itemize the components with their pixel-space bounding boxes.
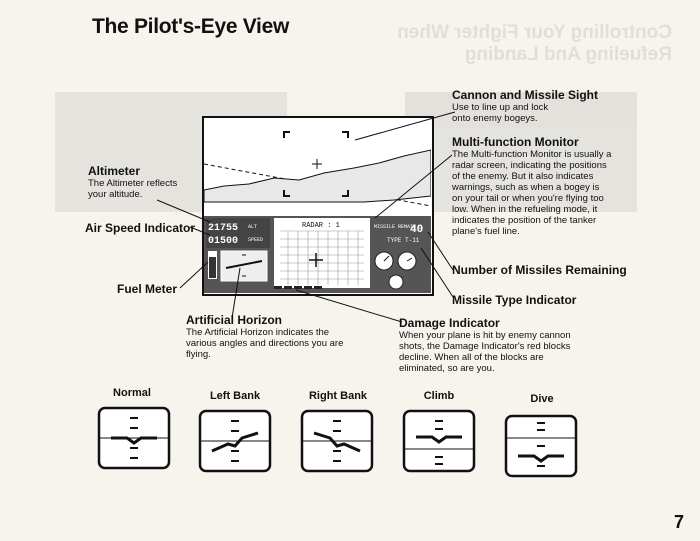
cockpit-screen: 21755 ALT 01500 SPEED RADAR : 1 [202,116,434,296]
callout-horizon-heading: Artificial Horizon [186,313,283,327]
callout-missiles-remaining: Number of Missiles Remaining [452,263,627,277]
horizon-state-label: Climb [423,390,455,402]
horizon-state-label: Normal [113,387,151,399]
horizon-gauge-left-bank [198,409,272,473]
callout-monitor-heading: Multi-function Monitor [452,135,579,149]
callout-damage-heading: Damage Indicator [399,316,500,330]
callout-altimeter-text: The Altimeter reflects your altitude. [88,178,178,200]
horizon-state-label: Right Bank [308,390,368,402]
missile-label: MISSILE REMAIN [374,224,416,230]
speed-readout: 01500 [208,236,238,247]
callout-fuel: Fuel Meter [117,282,178,296]
horizon-gauge-normal [97,406,171,470]
horizon-gauge-right-bank [300,409,374,473]
callout-altimeter-heading: Altimeter [88,164,141,178]
horizon-state-label: Left Bank [209,390,261,402]
altitude-readout: 21755 [208,223,238,234]
page-title: The Pilot's-Eye View [92,15,290,38]
callout-horizon: Artificial Horizon The Artificial Horizo… [186,314,346,360]
callout-cannon-sight: Cannon and Missile Sight Use to line up … [452,89,652,124]
missile-type: TYPE T-11 [387,237,420,244]
altitude-unit: ALT [248,224,257,230]
horizon-state-label: Dive [530,393,554,405]
callout-horizon-text: The Artificial Horizon indicates the var… [186,327,344,360]
cockpit-illustration: 21755 ALT 01500 SPEED RADAR : 1 [203,131,432,293]
speed-unit: SPEED [248,237,263,243]
callout-cannon-text: Use to line up and lock onto enemy bogey… [452,102,549,124]
radar-label: RADAR : 1 [302,222,340,230]
horizon-gauge-dive [504,414,578,478]
callout-missile-type: Missile Type Indicator [452,293,577,307]
callout-airspeed: Air Speed Indicator [85,221,196,235]
callout-cannon-heading: Cannon and Missile Sight [452,88,599,102]
page-number: 7 [673,512,684,532]
horizon-gauge-climb [402,409,476,473]
callout-damage-text: When your plane is hit by enemy cannon s… [399,330,571,374]
missile-count: 40 [410,224,423,236]
callout-monitor: Multi-function Monitor The Multi-functio… [452,136,612,237]
callout-altimeter: Altimeter The Altimeter reflects your al… [88,165,198,200]
callout-monitor-text: The Multi-function Monitor is usually a … [452,149,612,237]
callout-damage: Damage Indicator When your plane is hit … [399,317,589,374]
